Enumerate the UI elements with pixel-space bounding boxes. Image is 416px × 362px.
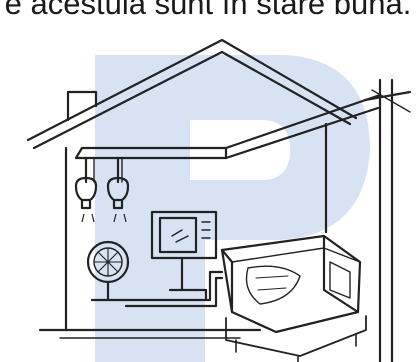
generator-frame <box>226 316 366 356</box>
generator <box>222 236 366 362</box>
